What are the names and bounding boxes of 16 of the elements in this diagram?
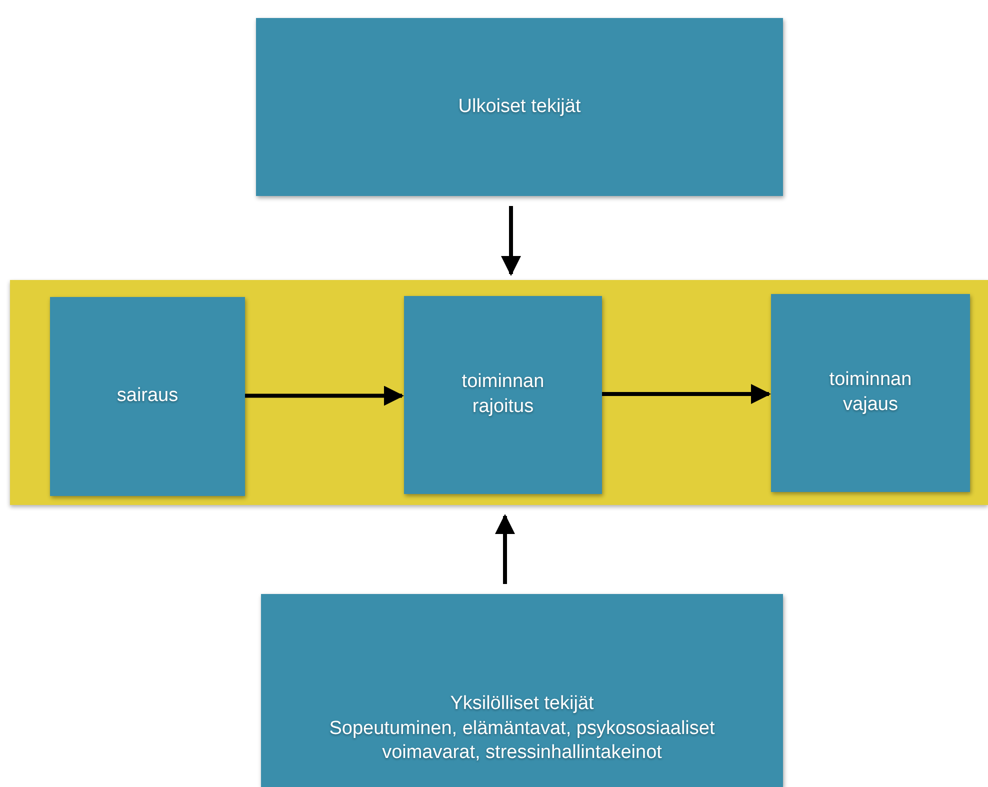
box-text: Sopeutuminen, elämäntavat, psykososiaaliset voimavarat, stressinhallintakeinot (328, 716, 716, 766)
process-box (261, 594, 783, 787)
arrow (501, 206, 521, 276)
box-title: toiminnan vajaus (828, 368, 913, 417)
box-title: Yksilölliset tekijät (449, 692, 595, 716)
arrow (602, 384, 771, 404)
box-title: Ulkoiset tekijät (457, 94, 582, 119)
process-box (256, 18, 783, 196)
process-box (771, 294, 970, 492)
arrow (495, 514, 515, 584)
background-band (10, 280, 988, 505)
box-title: sairaus (116, 384, 180, 408)
process-box (50, 297, 245, 496)
box-title: toiminnan rajoitus (460, 370, 546, 419)
arrow (245, 386, 404, 406)
process-box (404, 296, 602, 494)
